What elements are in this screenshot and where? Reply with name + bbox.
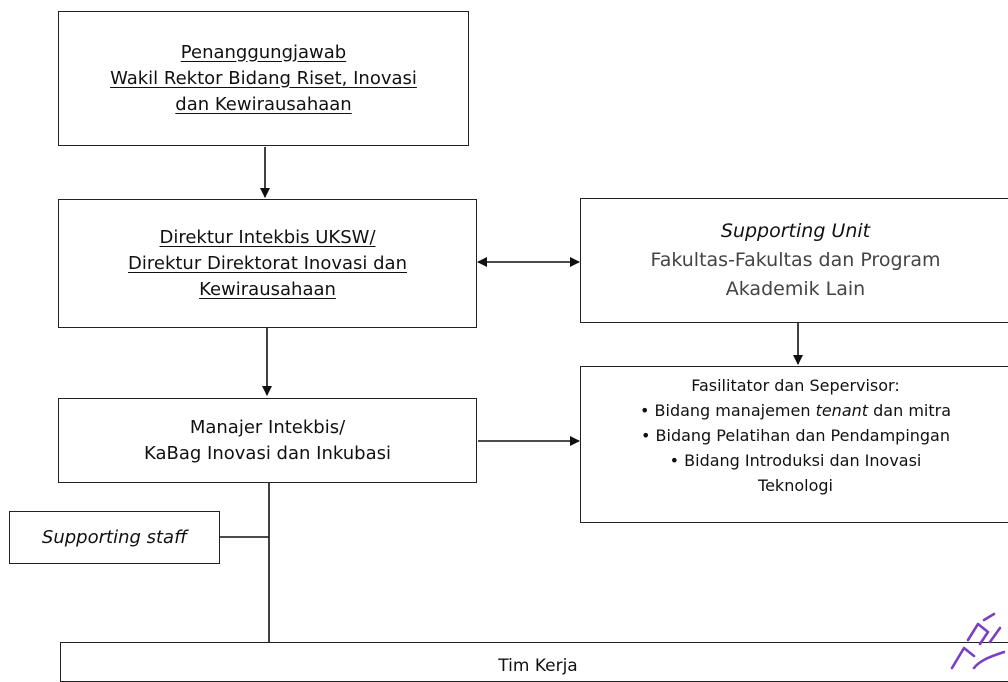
fasilitator-item-introduksi: • Bidang Introduksi dan Inovasi [669, 451, 922, 470]
tim-kerja-box: Tim Kerja [60, 642, 1008, 682]
supporting-unit-line1: Fakultas-Fakultas dan Program [650, 249, 941, 271]
supporting-unit-box: Supporting Unit Fakultas-Fakultas dan Pr… [580, 198, 1008, 323]
fasilitator-item-introduksi-continuation: Teknologi [758, 476, 833, 495]
direktur-box: Direktur Intekbis UKSW/ Direktur Direkto… [58, 199, 477, 328]
supporting-staff-box: Supporting staff [9, 511, 220, 564]
direktur-line3: Kewirausahaan [199, 278, 336, 300]
fasilitator-item-pelatihan: • Bidang Pelatihan dan Pendampingan [641, 426, 950, 445]
bullet-icon: • [641, 426, 651, 445]
watermark-stamp-icon [950, 612, 1006, 670]
fasilitator-box: Fasilitator dan Sepervisor: • Bidang man… [580, 366, 1008, 523]
manajer-box: Manajer Intekbis/ KaBag Inovasi dan Inku… [58, 398, 477, 483]
tim-kerja-label: Tim Kerja [498, 656, 578, 676]
bullet-icon: • [669, 451, 680, 470]
direktur-line2: Direktur Direktorat Inovasi dan [128, 252, 407, 274]
manajer-line2: KaBag Inovasi dan Inkubasi [144, 442, 391, 464]
bullet-icon: • [639, 401, 650, 420]
penanggungjawab-heading: Penanggungjawab [180, 41, 347, 63]
manajer-line1: Manajer Intekbis/ [189, 416, 346, 438]
penanggungjawab-role-line1: Wakil Rektor Bidang Riset, Inovasi [110, 67, 417, 89]
supporting-unit-title: Supporting Unit [720, 220, 871, 242]
supporting-unit-line2: Akademik Lain [725, 278, 866, 300]
penanggungjawab-box: Penanggungjawab Wakil Rektor Bidang Rise… [58, 11, 469, 146]
fasilitator-title: Fasilitator dan Sepervisor: [691, 376, 900, 395]
fasilitator-item-manajemen-tenant: • Bidang manajemen tenant dan mitra [639, 401, 952, 420]
supporting-staff-label: Supporting staff [41, 527, 188, 548]
penanggungjawab-role-line2: dan Kewirausahaan [175, 93, 352, 115]
direktur-line1: Direktur Intekbis UKSW/ [159, 226, 376, 248]
